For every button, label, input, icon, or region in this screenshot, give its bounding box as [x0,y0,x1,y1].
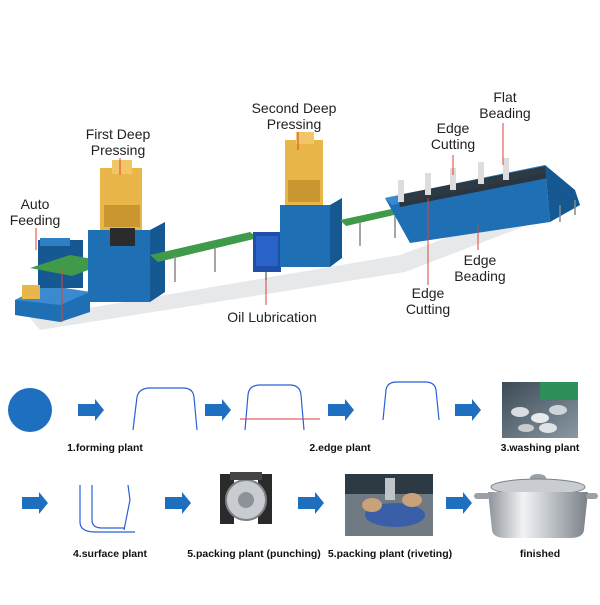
edge-processing-line [385,158,580,243]
punching-plant-photo [220,472,272,524]
floor-shadow [30,190,580,330]
auto-feeding-machine [15,238,110,322]
step-washing-plant: 3.washing plant [500,442,580,454]
flow-arrow [446,492,472,514]
flow-arrow [298,492,324,514]
finished-pot [474,474,598,538]
step-packing-punching: 5.packing plant (punching) [187,548,321,560]
surface-profile-right [91,485,125,529]
label-edge-cutting-top: Edge Cutting [430,120,476,152]
trimmed-cup-outline [382,381,440,421]
label-second-deep-pressing: Second Deep Pressing [251,100,337,132]
riveting-plant-photo [345,474,433,536]
step-finished: finished [519,548,561,560]
formed-cup-outline [132,387,198,431]
flow-arrow [78,399,104,421]
step-packing-riveting: 5.packing plant (riveting) [327,548,453,560]
label-edge-cutting-bottom: Edge Cutting [405,285,451,317]
label-oil-lubrication: Oil Lubrication [227,309,317,325]
label-first-deep-pressing: First Deep Pressing [85,126,151,158]
step-surface-plant: 4.surface plant [72,548,148,560]
flow-arrow [165,492,191,514]
first-deep-press [88,160,165,302]
flow-arrow [205,399,231,421]
flow-arrow [328,399,354,421]
oil-lubrication-unit [253,232,281,302]
second-deep-press [280,132,342,267]
blank-disc [8,388,52,432]
callout-lines [35,123,504,305]
production-line [15,123,580,330]
label-flat-beading: Flat Beading [479,89,531,121]
label-edge-beading: Edge Beading [454,252,506,284]
surface-profile-edge [123,484,131,531]
flow-arrow [22,492,48,514]
step-edge-plant: 2.edge plant [309,442,371,454]
flow-arrow [455,399,481,421]
washing-plant-photo [502,382,578,438]
process-flow [8,381,598,538]
conveyor-1 [150,232,258,262]
edge-cup-outline [244,384,305,431]
step-forming-plant: 1.forming plant [67,442,143,454]
label-auto-feeding: Auto Feeding [9,196,61,228]
surface-profile-left [79,485,135,533]
